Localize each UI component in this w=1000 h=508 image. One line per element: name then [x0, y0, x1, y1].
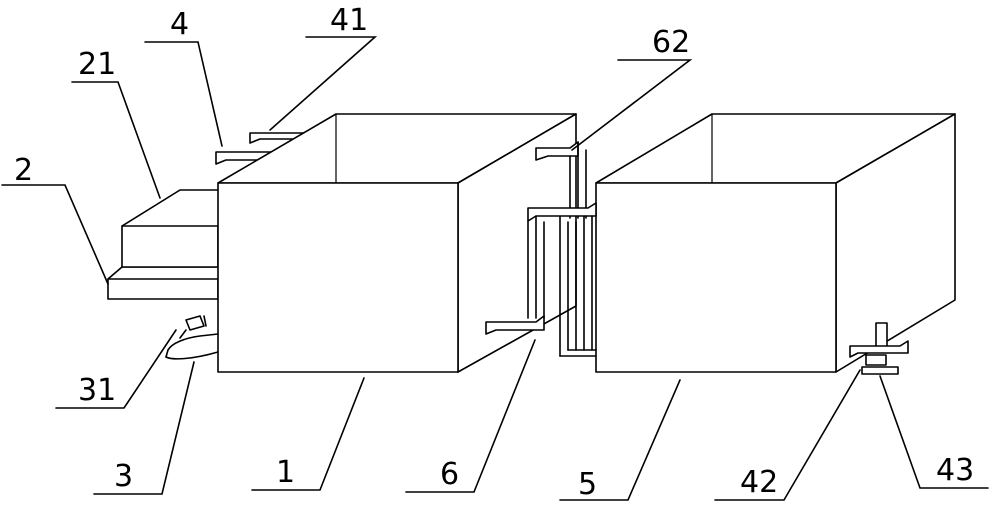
- box-1: [217, 113, 577, 373]
- drain-valve: [849, 322, 909, 375]
- label-6: 6: [440, 457, 459, 492]
- label-43: 43: [936, 453, 974, 488]
- label-4: 4: [170, 7, 189, 42]
- leader-lines: [1, 36, 989, 501]
- upper-block: [121, 189, 219, 268]
- connecting-pipe: [485, 141, 597, 357]
- label-3: 3: [114, 459, 133, 494]
- label-41: 41: [330, 3, 368, 38]
- label-42: 42: [740, 465, 778, 500]
- label-21: 21: [78, 47, 116, 82]
- label-1: 1: [276, 455, 295, 490]
- label-5: 5: [578, 467, 597, 502]
- box-5: [595, 113, 956, 373]
- label-62: 62: [652, 25, 690, 60]
- label-2: 2: [14, 153, 33, 188]
- platform-plate: [107, 266, 219, 300]
- label-31: 31: [78, 373, 116, 408]
- reference-numerals: 2 21 4 41 62 31 3 1 6 5 42 43: [14, 3, 974, 502]
- handle: [165, 315, 219, 360]
